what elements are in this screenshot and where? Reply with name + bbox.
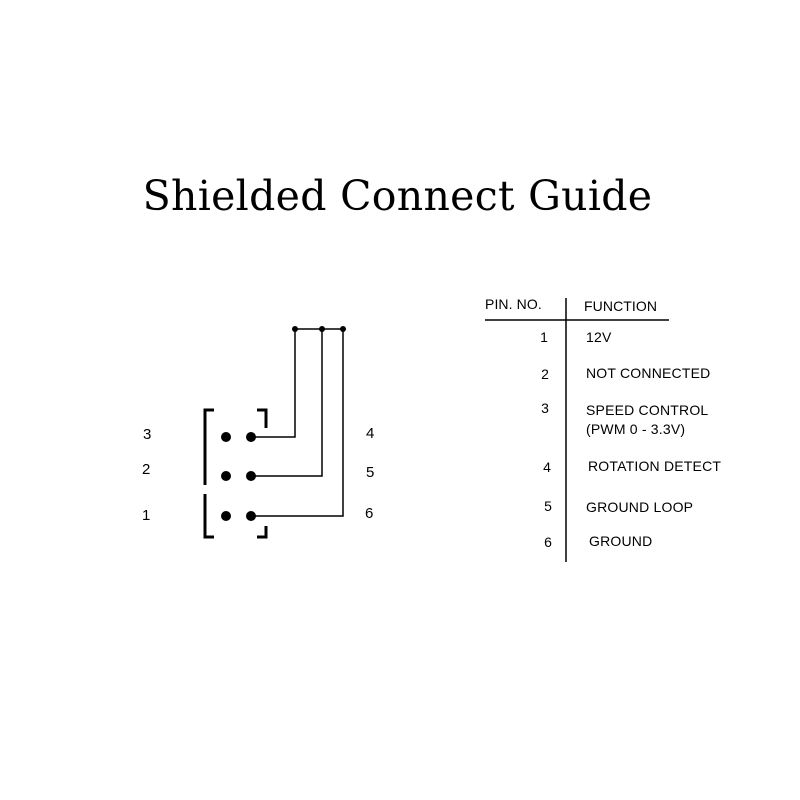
- pin-5-dot: [246, 471, 256, 481]
- wire-pin-6: [251, 329, 344, 517]
- pin-4-dot: [246, 432, 256, 442]
- pin-label-2: 2: [142, 461, 151, 478]
- housing-right-bottom-bracket: [257, 526, 268, 539]
- junction-dot: [340, 326, 346, 332]
- table-cell-pin: 1: [540, 329, 548, 345]
- pin-6-dot: [246, 511, 256, 521]
- wires: [251, 328, 344, 517]
- table-cell-pin: 4: [543, 459, 551, 475]
- connector-pins: [221, 432, 256, 521]
- table-cell-pin: 3: [541, 400, 549, 416]
- connector-housing: [203, 408, 268, 539]
- table-cell-function-line2: (PWM 0 - 3.3V): [586, 421, 686, 437]
- page-title: Shielded Connect Guide: [142, 172, 653, 220]
- housing-left-top-bracket: [203, 408, 214, 485]
- table-cell-function: ROTATION DETECT: [588, 458, 722, 474]
- pin-2-dot: [221, 471, 231, 481]
- table-cell-pin: 6: [544, 534, 552, 550]
- junction-dot: [292, 326, 298, 332]
- pin-label-5: 5: [366, 464, 375, 481]
- wire-pin-5: [251, 329, 323, 477]
- pin-label-3: 3: [143, 426, 152, 443]
- pin-label-6: 6: [365, 505, 374, 522]
- table-header-function: FUNCTION: [584, 298, 658, 314]
- table-cell-function: 12V: [586, 329, 612, 345]
- table-cell-function: SPEED CONTROL: [586, 402, 709, 418]
- table-cell-pin: 2: [541, 366, 549, 382]
- pin-3-dot: [221, 432, 231, 442]
- pin-label-4: 4: [366, 425, 375, 442]
- housing-left-bottom-bracket: [203, 494, 214, 539]
- housing-right-top-bracket: [257, 408, 268, 428]
- table-header-pin-no: PIN. NO.: [485, 296, 542, 312]
- junction-dot: [319, 326, 325, 332]
- pin-label-1: 1: [142, 507, 151, 524]
- table-cell-function: GROUND LOOP: [586, 499, 694, 515]
- table-cell-function: GROUND: [589, 533, 653, 549]
- table-cell-pin: 5: [544, 498, 552, 514]
- wire-junctions: [292, 326, 346, 332]
- wire-pin-4: [251, 329, 296, 438]
- table-cell-function: NOT CONNECTED: [586, 365, 711, 381]
- table-rules: [485, 298, 669, 562]
- pin-1-dot: [221, 511, 231, 521]
